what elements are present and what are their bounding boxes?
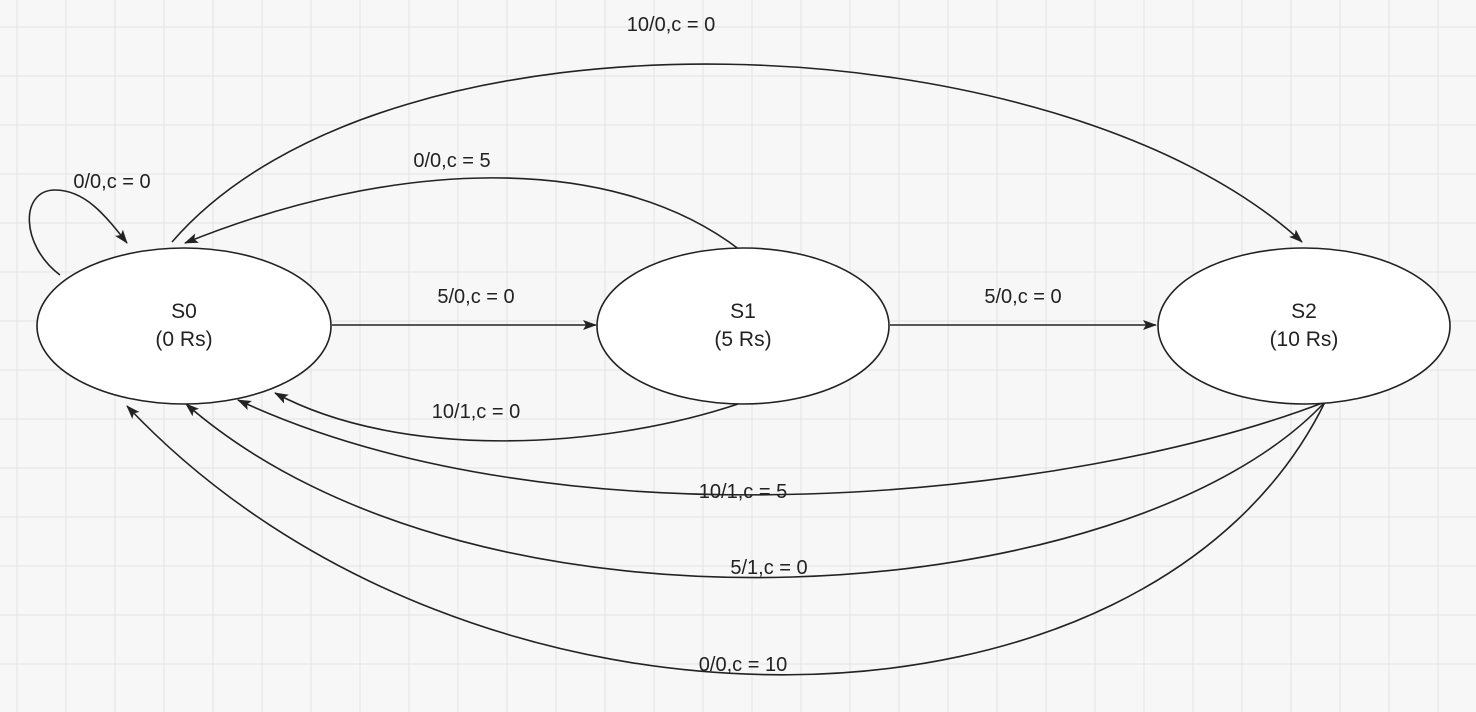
transition-s1-s0-bottom: 10/1,c = 0 (274, 392, 739, 442)
transition-s2-s0-a: 10/1,c = 5 (237, 399, 1326, 503)
state-s1-name: S1 (730, 300, 756, 323)
state-s1-value: (5 Rs) (714, 328, 771, 351)
label-s2-s0-a: 10/1,c = 5 (699, 481, 787, 503)
state-s0-value: (0 Rs) (155, 328, 212, 351)
label-s2-s0-c: 0/0,c = 10 (699, 654, 787, 676)
transition-s2-s0-b: 5/1,c = 0 (185, 401, 1326, 579)
label-s0-s2-top: 10/0,c = 0 (627, 14, 715, 36)
edge-s1-s0-top (184, 177, 741, 251)
edge-s2-s0-b (185, 401, 1326, 579)
transition-s0-self: 0/0,c = 0 (28, 171, 151, 276)
transition-s0-s2-top: 10/0,c = 0 (171, 14, 1303, 243)
transition-s0-s1: 5/0,c = 0 (332, 286, 597, 330)
edge-s1-s0-bottom (274, 392, 739, 442)
state-s1: S1 (5 Rs) (596, 247, 890, 405)
transition-s1-s0-top: 0/0,c = 5 (184, 150, 741, 251)
state-s1-ellipse (596, 247, 890, 405)
label-s1-s0-top: 0/0,c = 5 (413, 150, 490, 172)
state-s2-name: S2 (1291, 300, 1317, 323)
label-s1-s0-bottom: 10/1,c = 0 (432, 401, 520, 423)
state-s2-value: (10 Rs) (1270, 328, 1339, 351)
state-s0: S0 (0 Rs) (36, 247, 332, 405)
label-s0-self: 0/0,c = 0 (73, 171, 150, 193)
edge-s0-self (28, 189, 128, 276)
transition-s1-s2: 5/0,c = 0 (890, 286, 1157, 330)
label-s1-s2: 5/0,c = 0 (984, 286, 1061, 308)
state-s0-name: S0 (171, 300, 197, 323)
transition-s2-s0-c: 0/0,c = 10 (126, 401, 1326, 676)
edge-s0-s2-top (171, 63, 1303, 243)
state-s2: S2 (10 Rs) (1157, 247, 1451, 405)
state-s2-ellipse (1157, 247, 1451, 405)
label-s0-s1: 5/0,c = 0 (437, 286, 514, 308)
edge-s2-s0-c (126, 401, 1326, 676)
label-s2-s0-b: 5/1,c = 0 (730, 557, 807, 579)
state-s0-ellipse (36, 247, 332, 405)
edge-s2-s0-a (237, 399, 1326, 496)
